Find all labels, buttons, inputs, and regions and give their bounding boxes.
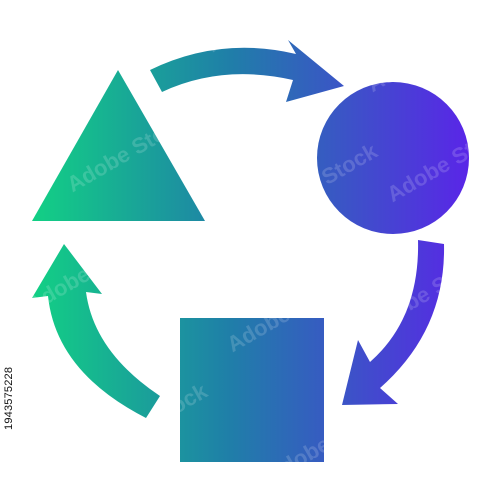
square-icon [180, 318, 324, 462]
arrow-square-to-triangle-icon [32, 244, 160, 418]
stock-id-label: 1943575228 [3, 366, 15, 430]
circle-icon [317, 82, 469, 234]
triangle-icon [32, 70, 205, 221]
arrow-triangle-to-circle-icon [150, 40, 344, 102]
arrow-circle-to-square-icon [342, 240, 445, 405]
